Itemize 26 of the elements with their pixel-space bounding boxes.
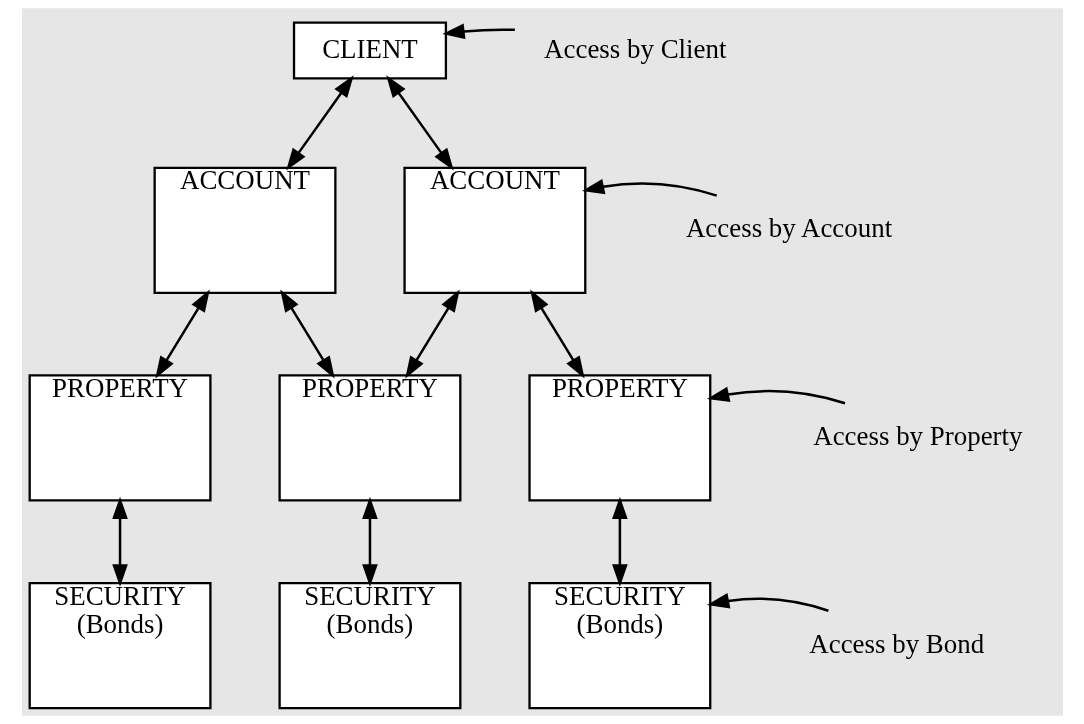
node-box: ACCOUNT [402,166,586,294]
node-text: Access by Property [812,421,1022,452]
node-box: PROPERTY [28,374,212,502]
arrow [279,289,335,379]
arrow [385,75,454,171]
node-text: Access by Account [685,213,892,244]
arrow [529,289,585,379]
arrow [361,496,378,587]
arrow [581,178,717,197]
arrow [154,289,210,379]
node-box: SECURITY (Bonds) [277,581,461,710]
arrow [404,289,460,379]
arrow [706,386,845,405]
node-box: PROPERTY [527,374,711,502]
node-box: SECURITY (Bonds) [527,581,711,710]
node-text: Access by Bond [808,628,984,659]
arrow [111,496,128,587]
node-text: Access by Client [543,33,726,64]
node-box: PROPERTY [277,374,461,502]
arrow [706,593,829,612]
arrow [611,496,628,587]
node-box: ACCOUNT [153,166,336,294]
node-box: CLIENT [292,21,447,80]
arrow [441,23,515,40]
arrow [285,75,354,171]
node-box: SECURITY (Bonds) [28,581,212,710]
